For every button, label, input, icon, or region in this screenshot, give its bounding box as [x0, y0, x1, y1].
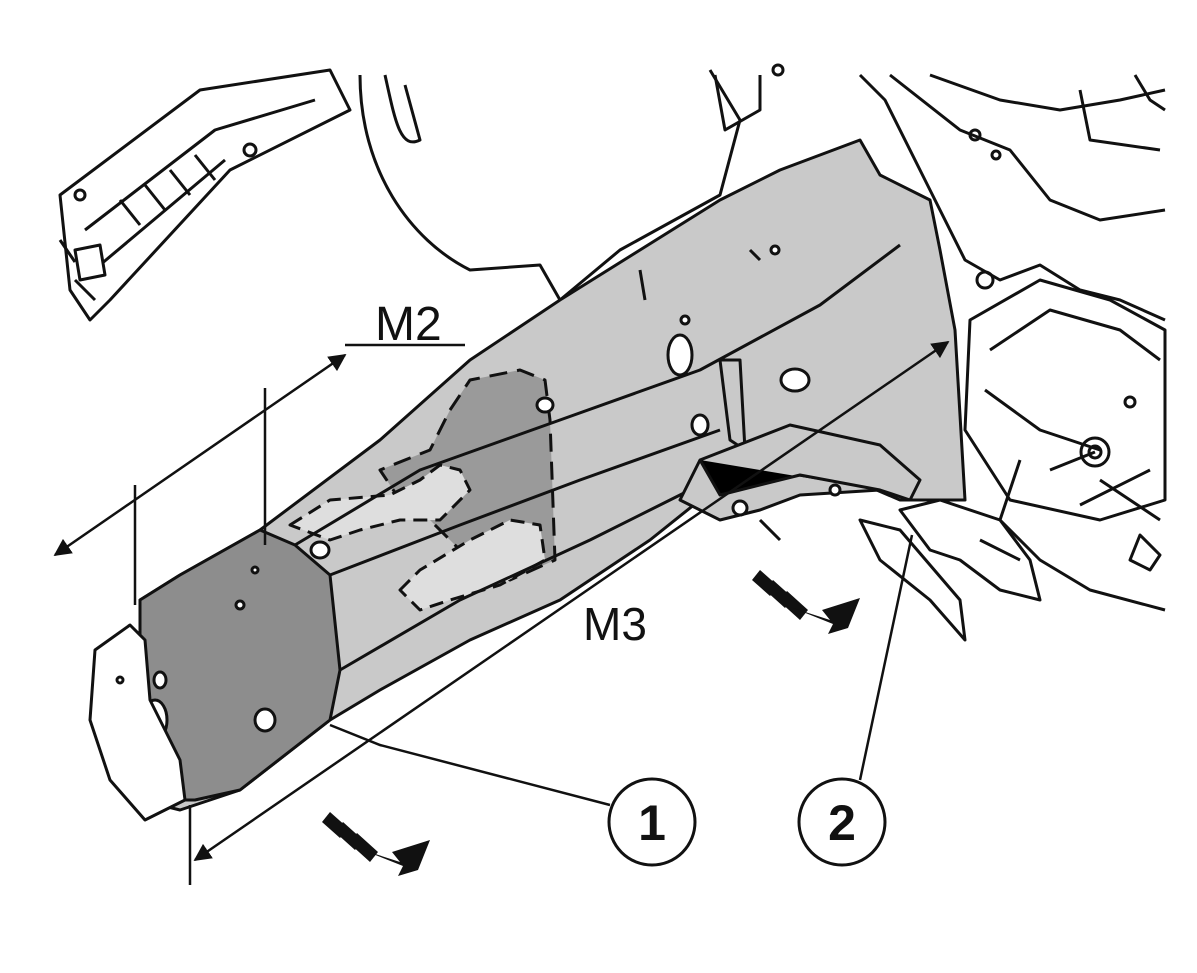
right-structure: [858, 73, 1167, 612]
direction-arrow-right: [752, 570, 860, 634]
measurement-m3: [188, 340, 950, 885]
callout-1-number: 1: [638, 795, 666, 851]
m3-dimension-line: [193, 340, 950, 862]
callout-1: 1: [329, 723, 697, 867]
crossmember-upper-left: [58, 68, 352, 322]
label-m2: M2: [375, 298, 442, 351]
direction-arrow-left: [322, 812, 430, 876]
callout-2: 2: [797, 534, 914, 867]
label-m3: M3: [583, 598, 647, 650]
rail-front-end: [88, 623, 187, 822]
callout-2-number: 2: [828, 795, 856, 851]
